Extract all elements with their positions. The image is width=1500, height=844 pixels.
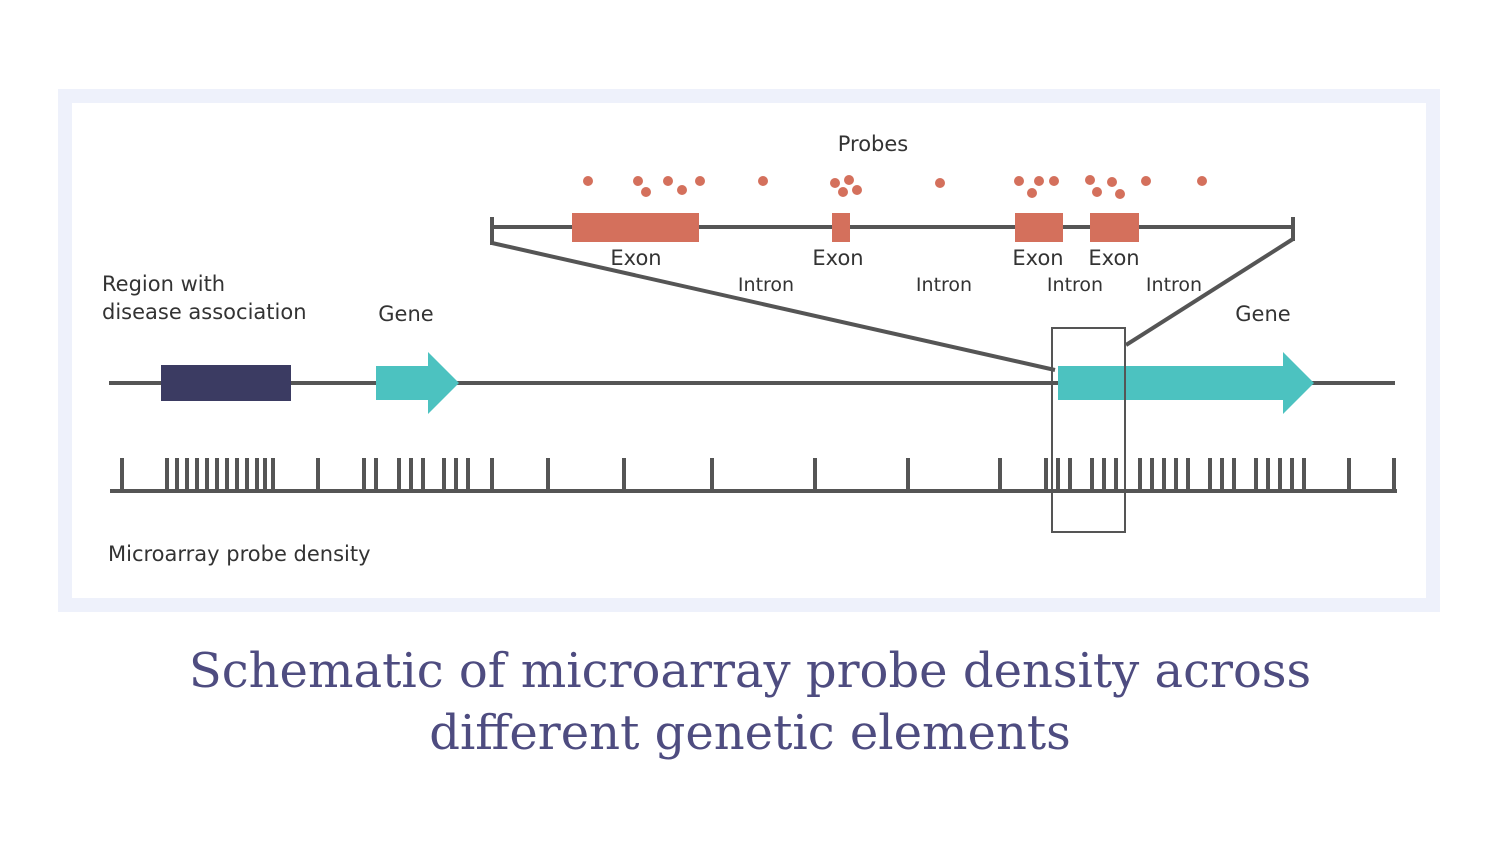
exon-block <box>832 213 850 242</box>
probe-dot <box>663 176 673 186</box>
zoom-projection-left <box>491 241 1056 372</box>
region-label-line2: disease association <box>102 300 307 324</box>
probe-dot <box>677 185 687 195</box>
probe-dot <box>1034 176 1044 186</box>
probe-dot <box>1027 188 1037 198</box>
probe-dot <box>758 176 768 186</box>
probe-dot <box>1115 189 1125 199</box>
zoom-highlight-box <box>1051 327 1126 533</box>
probe-dot <box>1085 175 1095 185</box>
probe-dot <box>1107 177 1117 187</box>
gene-label-right: Gene <box>1235 302 1290 326</box>
probe-dot <box>830 178 840 188</box>
probe-dot <box>583 176 593 186</box>
intron-label: Intron <box>1146 274 1202 296</box>
intron-label: Intron <box>916 274 972 296</box>
probe-dot <box>1049 176 1059 186</box>
probe-dot <box>852 185 862 195</box>
intron-label: Intron <box>1047 274 1103 296</box>
probe-dot <box>1141 176 1151 186</box>
probe-dot <box>1092 187 1102 197</box>
exon-block <box>572 213 699 242</box>
probe-dot <box>844 175 854 185</box>
exon-label: Exon <box>610 246 661 270</box>
gene-arrow-right <box>1058 352 1314 414</box>
diagram-frame <box>58 89 1440 612</box>
probe-dot <box>838 187 848 197</box>
probe-dot <box>695 176 705 186</box>
zoom-projection-right <box>1124 237 1295 347</box>
probe-dot <box>641 187 651 197</box>
gene-arrow-left <box>376 352 459 414</box>
probes-label: Probes <box>838 132 909 156</box>
exon-block <box>1015 213 1063 242</box>
exon-label: Exon <box>1088 246 1139 270</box>
gene-label-left: Gene <box>378 302 433 326</box>
disease-region-box <box>161 365 291 401</box>
gene-zoom-detail: Probes Exon Exon Exon Exon Intron Intron… <box>490 132 1295 372</box>
exon-block <box>1090 213 1139 242</box>
region-label-line1: Region with <box>102 272 225 296</box>
probe-dot <box>1014 176 1024 186</box>
probe-dots <box>583 175 1207 199</box>
figure-caption: Schematic of microarray probe density ac… <box>188 643 1312 761</box>
exon-label: Exon <box>812 246 863 270</box>
density-ticks <box>120 458 1396 491</box>
exon-label: Exon <box>1012 246 1063 270</box>
probe-dot <box>1197 176 1207 186</box>
probe-dot <box>935 178 945 188</box>
density-label: Microarray probe density <box>108 542 371 566</box>
intron-label: Intron <box>738 274 794 296</box>
genetic-elements-diagram: Probes Exon Exon Exon Exon Intron Intron… <box>58 89 1440 612</box>
probe-dot <box>633 176 643 186</box>
